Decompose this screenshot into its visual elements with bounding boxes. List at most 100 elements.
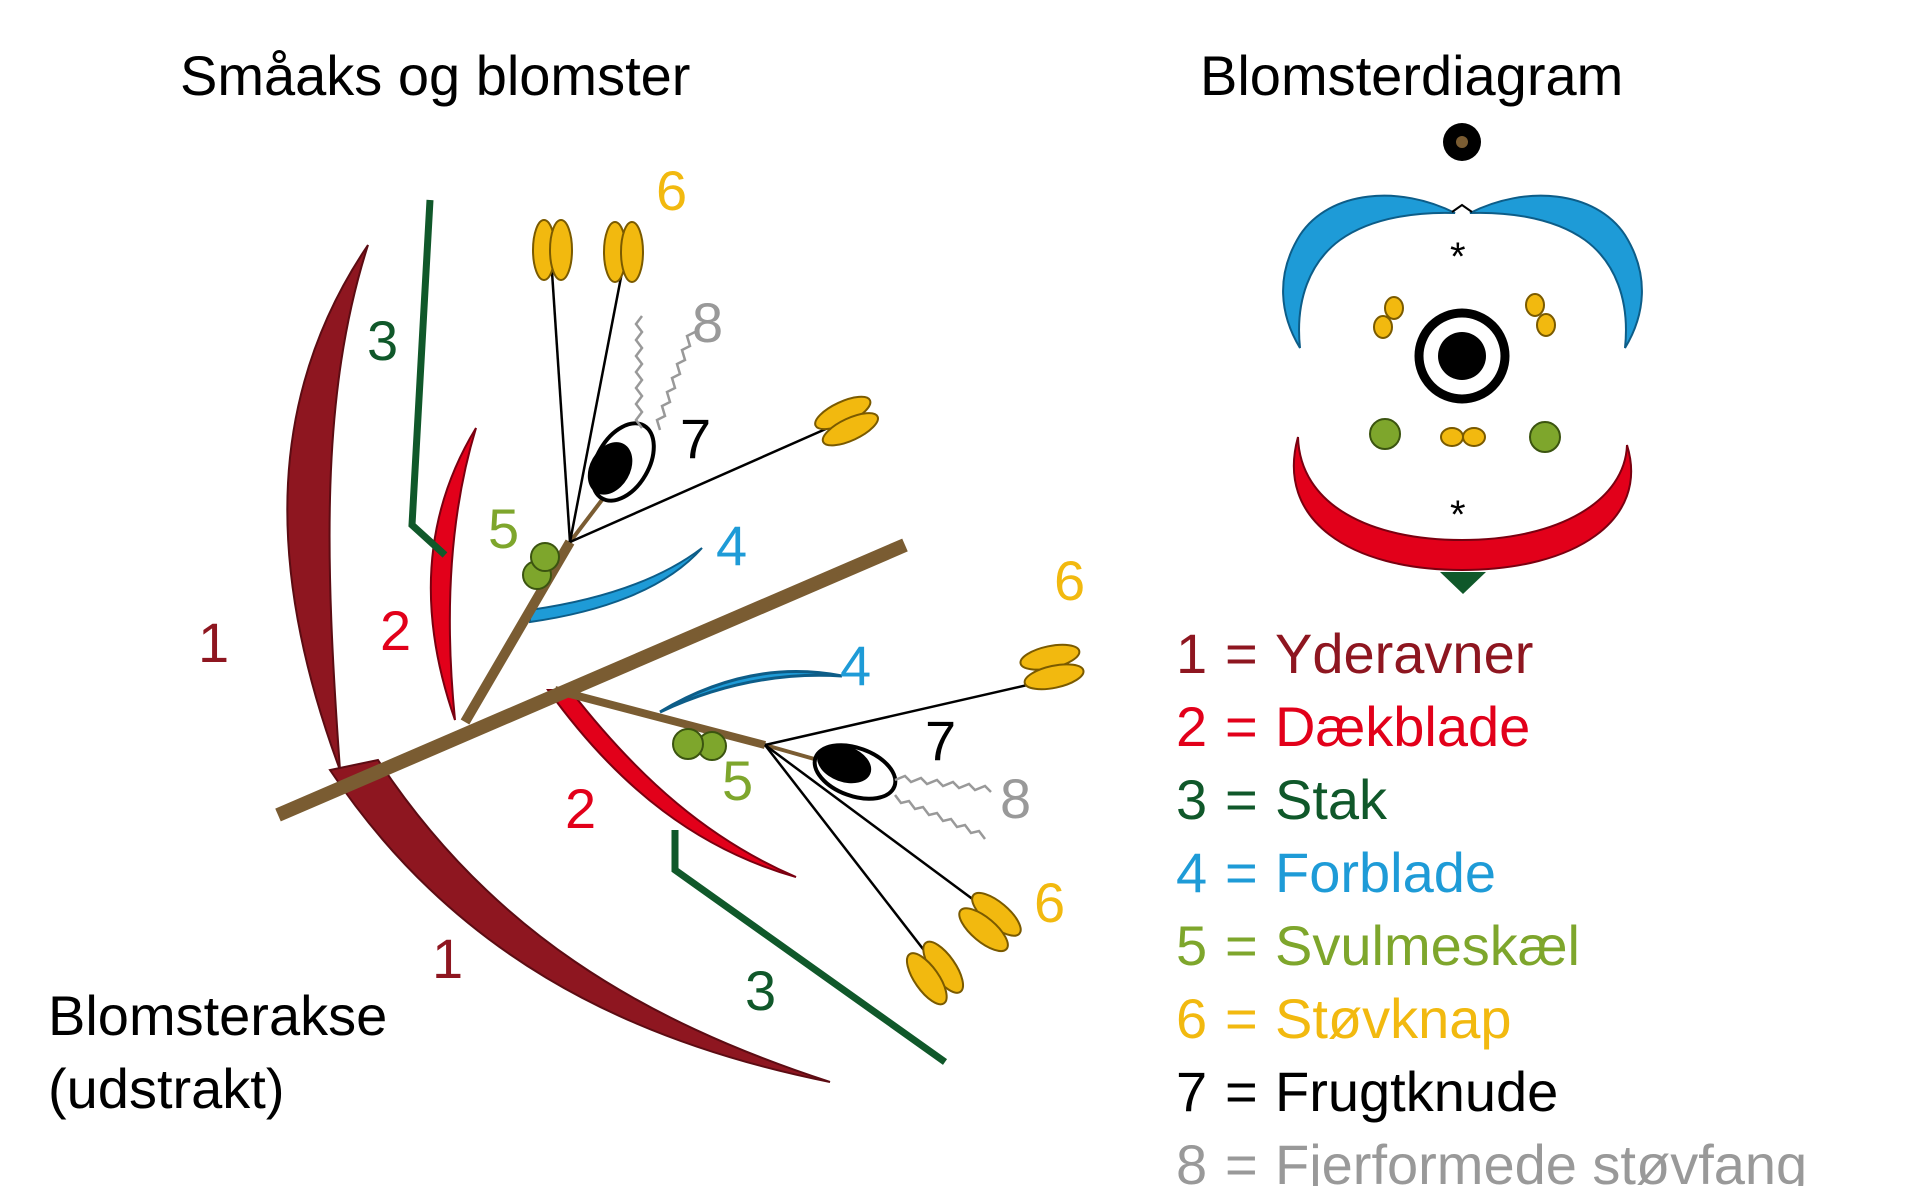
- label-6-lower: 6: [1034, 871, 1065, 934]
- diagram-palea-left: [1282, 194, 1456, 349]
- legend-label: Støvknap: [1275, 987, 1512, 1050]
- title-left: Småaks og blomster: [180, 44, 690, 107]
- awn-upper: [408, 199, 448, 558]
- label-3-lower: 3: [745, 959, 776, 1022]
- diagram-anther-bottom: [1440, 427, 1486, 447]
- diagram-asterisk-upper: *: [1450, 235, 1466, 279]
- lodicule-lower-2: [672, 728, 704, 760]
- legend-number: 5: [1176, 914, 1207, 977]
- legend-item: 4 = Forblade: [1176, 841, 1496, 904]
- outer-glume-lower: [328, 758, 831, 1083]
- legend-equals: =: [1225, 841, 1258, 904]
- legend-label: Forblade: [1275, 841, 1496, 904]
- anther-upper-2: [603, 221, 644, 283]
- flower-axis-branch-upper: [460, 539, 575, 725]
- lodicule-upper-2: [530, 542, 560, 572]
- floral-diagram: * *: [1282, 123, 1643, 594]
- label-8-upper: 8: [692, 291, 723, 354]
- filament-upper-2: [568, 271, 624, 543]
- lemma-lower: [546, 689, 797, 878]
- diagram-palea-notch: [1451, 203, 1473, 213]
- filament-upper-1: [550, 271, 572, 543]
- legend-item: 7 = Frugtknude: [1176, 1060, 1558, 1123]
- legend-equals: =: [1225, 914, 1258, 977]
- legend-equals: =: [1225, 1133, 1258, 1186]
- diagram-ovary-inner: [1438, 332, 1486, 380]
- legend-number: 6: [1176, 987, 1207, 1050]
- legend-item: 5 = Svulmeskæl: [1176, 914, 1580, 977]
- palea-upper: [529, 547, 703, 624]
- awn-lower: [671, 830, 948, 1065]
- stigma-lower-2: [894, 794, 986, 840]
- diagram-axis-dot-core: [1456, 136, 1468, 148]
- label-4-upper: 4: [716, 514, 747, 577]
- legend-number: 8: [1176, 1133, 1207, 1186]
- stigma-upper-2: [655, 330, 696, 431]
- diagram-asterisk-lower: *: [1450, 493, 1466, 537]
- legend-item: 6 = Støvknap: [1176, 987, 1512, 1050]
- legend-equals: =: [1225, 695, 1258, 758]
- legend-item: 1 = Yderavner: [1176, 622, 1533, 685]
- filament-upper-3: [569, 426, 829, 544]
- legend-equals: =: [1225, 622, 1258, 685]
- flower-axis-tip: [555, 545, 905, 700]
- label-3-upper: 3: [367, 309, 398, 372]
- label-2-upper: 2: [380, 599, 411, 662]
- legend: 1 = Yderavner 2 = Dækblade 3 = Stak 4 = Forblade 5 = S…: [1176, 622, 1807, 1186]
- legend-number: 1: [1176, 622, 1207, 685]
- legend-number: 7: [1176, 1060, 1207, 1123]
- legend-number: 4: [1176, 841, 1207, 904]
- axis-label-line1: Blomsterakse: [48, 984, 387, 1047]
- label-7-lower: 7: [925, 709, 956, 772]
- diagram-anther-left: [1373, 296, 1404, 339]
- diagram-anther-right: [1525, 293, 1556, 337]
- diagram-lodicule-left: [1369, 418, 1401, 450]
- filament-lower-1: [764, 676, 1059, 747]
- label-8-lower: 8: [1000, 767, 1031, 830]
- diagram-lodicule-right: [1529, 421, 1561, 453]
- axis-label-line2: (udstrakt): [48, 1057, 285, 1120]
- legend-equals: =: [1225, 987, 1258, 1050]
- ovary-lower: [812, 743, 898, 801]
- label-6-upper: 6: [656, 159, 687, 222]
- legend-label: Yderavner: [1275, 622, 1533, 685]
- legend-number: 2: [1176, 695, 1207, 758]
- diagram-lemma: [1292, 436, 1633, 572]
- anther-upper-1: [532, 219, 573, 281]
- spikelet-drawing: [275, 199, 1085, 1083]
- outer-glume-upper: [286, 244, 369, 771]
- label-5-upper: 5: [488, 497, 519, 560]
- lemma-upper: [429, 427, 477, 721]
- ovary-upper: [587, 421, 656, 503]
- anther-upper-3: [814, 395, 879, 447]
- number-labels: 1 1 2 2 3 3 4 4 5 5 6 6 6 7 7 8 8: [198, 159, 1085, 1022]
- legend-label: Dækblade: [1275, 695, 1530, 758]
- legend-equals: =: [1225, 768, 1258, 831]
- stigma-upper-1: [634, 315, 644, 429]
- diagram-awn: [1440, 572, 1486, 594]
- legend-label: Svulmeskæl: [1275, 914, 1580, 977]
- flower-axis-branch-lower: [553, 686, 767, 749]
- filament-lower-2: [764, 743, 991, 914]
- label-4-lower: 4: [840, 634, 871, 697]
- legend-label: Fjerformede støvfang: [1275, 1133, 1807, 1186]
- legend-equals: =: [1225, 1060, 1258, 1123]
- label-1-upper: 1: [198, 611, 229, 674]
- filament-lower-3: [764, 744, 931, 959]
- legend-item: 3 = Stak: [1176, 768, 1388, 831]
- anther-lower-1: [1019, 643, 1085, 691]
- label-6-middle: 6: [1054, 549, 1085, 612]
- legend-item: 8 = Fjerformede støvfang: [1176, 1133, 1807, 1186]
- label-5-lower: 5: [722, 749, 753, 812]
- label-2-lower: 2: [565, 777, 596, 840]
- label-1-lower: 1: [432, 927, 463, 990]
- title-right: Blomsterdiagram: [1200, 44, 1623, 107]
- diagram-palea-right: [1469, 194, 1643, 349]
- legend-label: Frugtknude: [1275, 1060, 1558, 1123]
- palea-lower: [659, 670, 843, 714]
- anther-lower-3: [905, 940, 965, 1006]
- label-7-upper: 7: [680, 407, 711, 470]
- anther-lower-2: [958, 891, 1022, 953]
- legend-label: Stak: [1275, 768, 1388, 831]
- legend-number: 3: [1176, 768, 1207, 831]
